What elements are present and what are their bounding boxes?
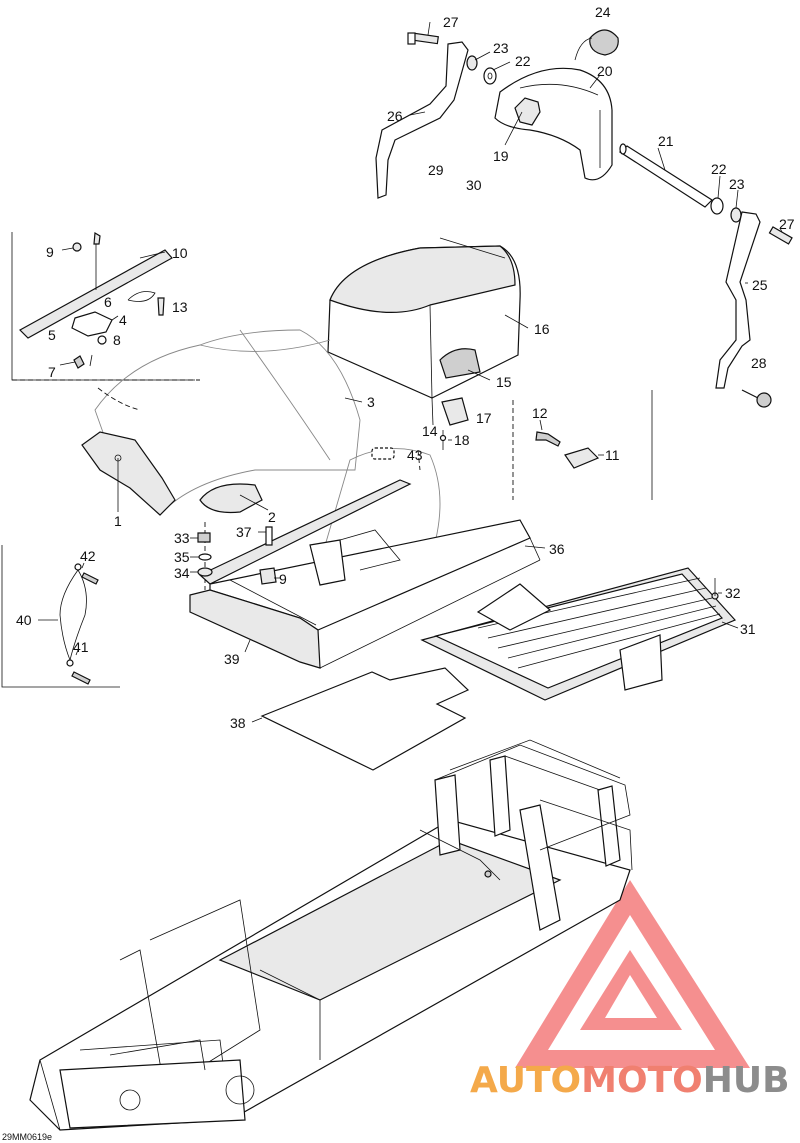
bolt-12 — [535, 431, 561, 447]
callout-36: 36 — [549, 541, 565, 557]
callout-20: 20 — [597, 63, 613, 79]
rail-10 — [19, 249, 173, 339]
label-43 — [371, 447, 395, 460]
callout-34: 34 — [174, 565, 190, 581]
backrest-assembly — [375, 21, 793, 408]
callout-22-right: 22 — [711, 161, 727, 177]
base-39 — [189, 589, 321, 669]
callout-16: 16 — [534, 321, 550, 337]
screw-41 — [71, 671, 91, 685]
callout-24: 24 — [595, 4, 611, 20]
callout-22: 22 — [515, 53, 531, 69]
bracket-26 — [375, 41, 469, 199]
watermark-logo: AUTOMOTOHUB — [470, 880, 790, 1101]
screw-7 — [73, 355, 85, 369]
callout-28: 28 — [751, 355, 767, 371]
washer-22-right — [710, 197, 724, 215]
callout-1: 1 — [114, 513, 122, 529]
callout-9-lower: 9 — [279, 571, 287, 587]
callout-41: 41 — [73, 639, 89, 655]
insert-17 — [441, 397, 469, 426]
knob-28 — [741, 389, 772, 408]
seat-hinge-1 — [81, 431, 176, 516]
callout-38: 38 — [230, 715, 246, 731]
callout-5: 5 — [48, 327, 56, 343]
callout-17: 17 — [476, 410, 492, 426]
latch-group — [19, 231, 173, 369]
bolt-27-left — [407, 32, 439, 45]
callout-13: 13 — [172, 299, 188, 315]
rod-21 — [618, 143, 713, 208]
callout-10: 10 — [172, 245, 188, 261]
callout-11: 11 — [605, 447, 620, 463]
bracket-25 — [715, 211, 761, 389]
backrest-pad-20 — [494, 67, 613, 181]
callout-31: 31 — [740, 621, 756, 637]
washer-23-left — [466, 55, 478, 71]
callout-43: 43 — [407, 447, 423, 463]
callout-23-right: 23 — [729, 176, 745, 192]
callout-26: 26 — [387, 108, 403, 124]
callout-18: 18 — [454, 432, 470, 448]
callout-32: 32 — [725, 585, 741, 601]
pin-13 — [157, 297, 165, 316]
callout-3: 3 — [367, 394, 375, 410]
seat-base-frame — [189, 448, 546, 669]
callout-33: 33 — [174, 530, 190, 546]
ground-cable-40 — [38, 562, 99, 685]
nut-9 — [72, 242, 82, 252]
callout-4: 4 — [119, 312, 127, 328]
callout-labels: 27 24 23 22 20 26 19 21 29 30 22 23 27 9… — [16, 4, 795, 731]
callout-21: 21 — [658, 133, 674, 149]
callout-8: 8 — [113, 332, 121, 348]
callout-6: 6 — [104, 294, 112, 310]
callout-14: 14 — [422, 423, 438, 439]
watermark-text: AUTOMOTOHUB — [470, 1060, 790, 1101]
callout-30: 30 — [466, 177, 482, 193]
chassis-frame — [29, 739, 633, 1131]
hardware-33-37 — [190, 526, 280, 585]
callout-23: 23 — [493, 40, 509, 56]
nut-34 — [197, 567, 213, 577]
plate-19 — [514, 97, 541, 126]
hardware-14-18-43 — [371, 430, 452, 460]
callout-29: 29 — [428, 162, 444, 178]
callout-2: 2 — [268, 509, 276, 525]
callout-15: 15 — [496, 374, 512, 390]
knob-24 — [574, 29, 619, 61]
latch-5 — [71, 311, 113, 337]
washer-23-right — [730, 207, 742, 223]
pad-2 — [199, 483, 269, 514]
callout-42: 42 — [80, 548, 96, 564]
seat-3 — [94, 329, 363, 506]
callout-37: 37 — [236, 524, 252, 540]
cargo-rack-31 — [420, 567, 739, 701]
storage-box-16 — [327, 237, 529, 426]
washer-8 — [97, 335, 107, 345]
callout-39: 39 — [224, 651, 240, 667]
washer-35 — [198, 553, 212, 561]
callout-25: 25 — [752, 277, 768, 293]
frame-36-rail — [198, 479, 412, 585]
screw-42 — [81, 572, 99, 585]
washer-22-left — [483, 67, 497, 85]
clip-11 — [564, 447, 600, 469]
bolt-33 — [197, 532, 211, 543]
bolt-27-right — [768, 226, 793, 245]
clip-37 — [265, 526, 273, 546]
callout-35: 35 — [174, 549, 190, 565]
callout-27-right: 27 — [779, 216, 795, 232]
callout-9: 9 — [46, 244, 54, 260]
clip-9 — [259, 567, 277, 585]
drawing-code: 29MM0619e — [2, 1132, 52, 1142]
group-frames — [1, 232, 653, 688]
callout-12: 12 — [532, 405, 548, 421]
callout-40: 40 — [16, 612, 32, 628]
floor-mat-38 — [260, 667, 470, 771]
callout-19: 19 — [493, 148, 509, 164]
hardware-11-12 — [535, 419, 604, 469]
callout-7: 7 — [48, 364, 56, 380]
callout-27: 27 — [443, 14, 459, 30]
